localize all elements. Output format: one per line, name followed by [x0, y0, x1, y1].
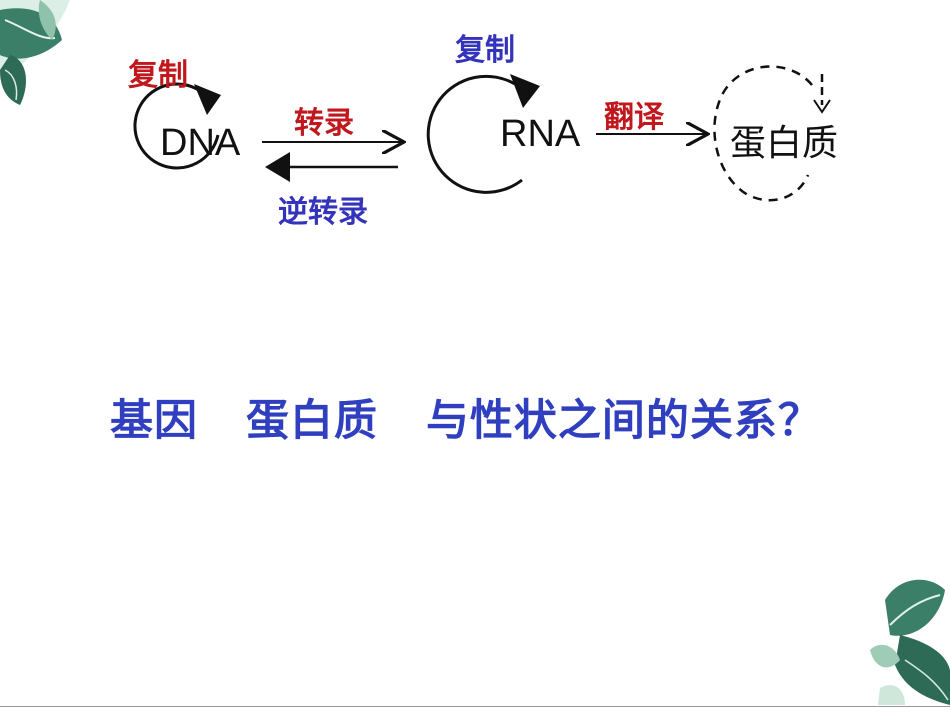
rna-node: RNA — [500, 113, 580, 156]
dna-node: DNA — [160, 122, 240, 165]
bottom-divider — [0, 706, 950, 707]
dna-replication-arrowhead — [194, 84, 221, 115]
question-part-protein: 蛋白质 — [246, 396, 378, 446]
translation-label: 翻译 — [604, 92, 664, 136]
rna-replication-arrowhead — [510, 74, 540, 108]
leaf-top-left-decoration — [0, 0, 70, 105]
question-part-gene: 基因 — [110, 396, 198, 446]
rna-replication-label: 复制 — [455, 25, 515, 69]
leaf-bottom-right-decoration — [870, 580, 950, 705]
dna-replication-label: 复制 — [128, 50, 188, 94]
transcription-label: 转录 — [294, 98, 354, 142]
protein-node: 蛋白质 — [730, 114, 838, 166]
reverse-transcription-label: 逆转录 — [278, 187, 368, 231]
question-text: 基因 蛋白质 与性状之间的关系？ — [110, 386, 822, 448]
question-part-traits: 与性状之间的关系？ — [426, 396, 822, 446]
